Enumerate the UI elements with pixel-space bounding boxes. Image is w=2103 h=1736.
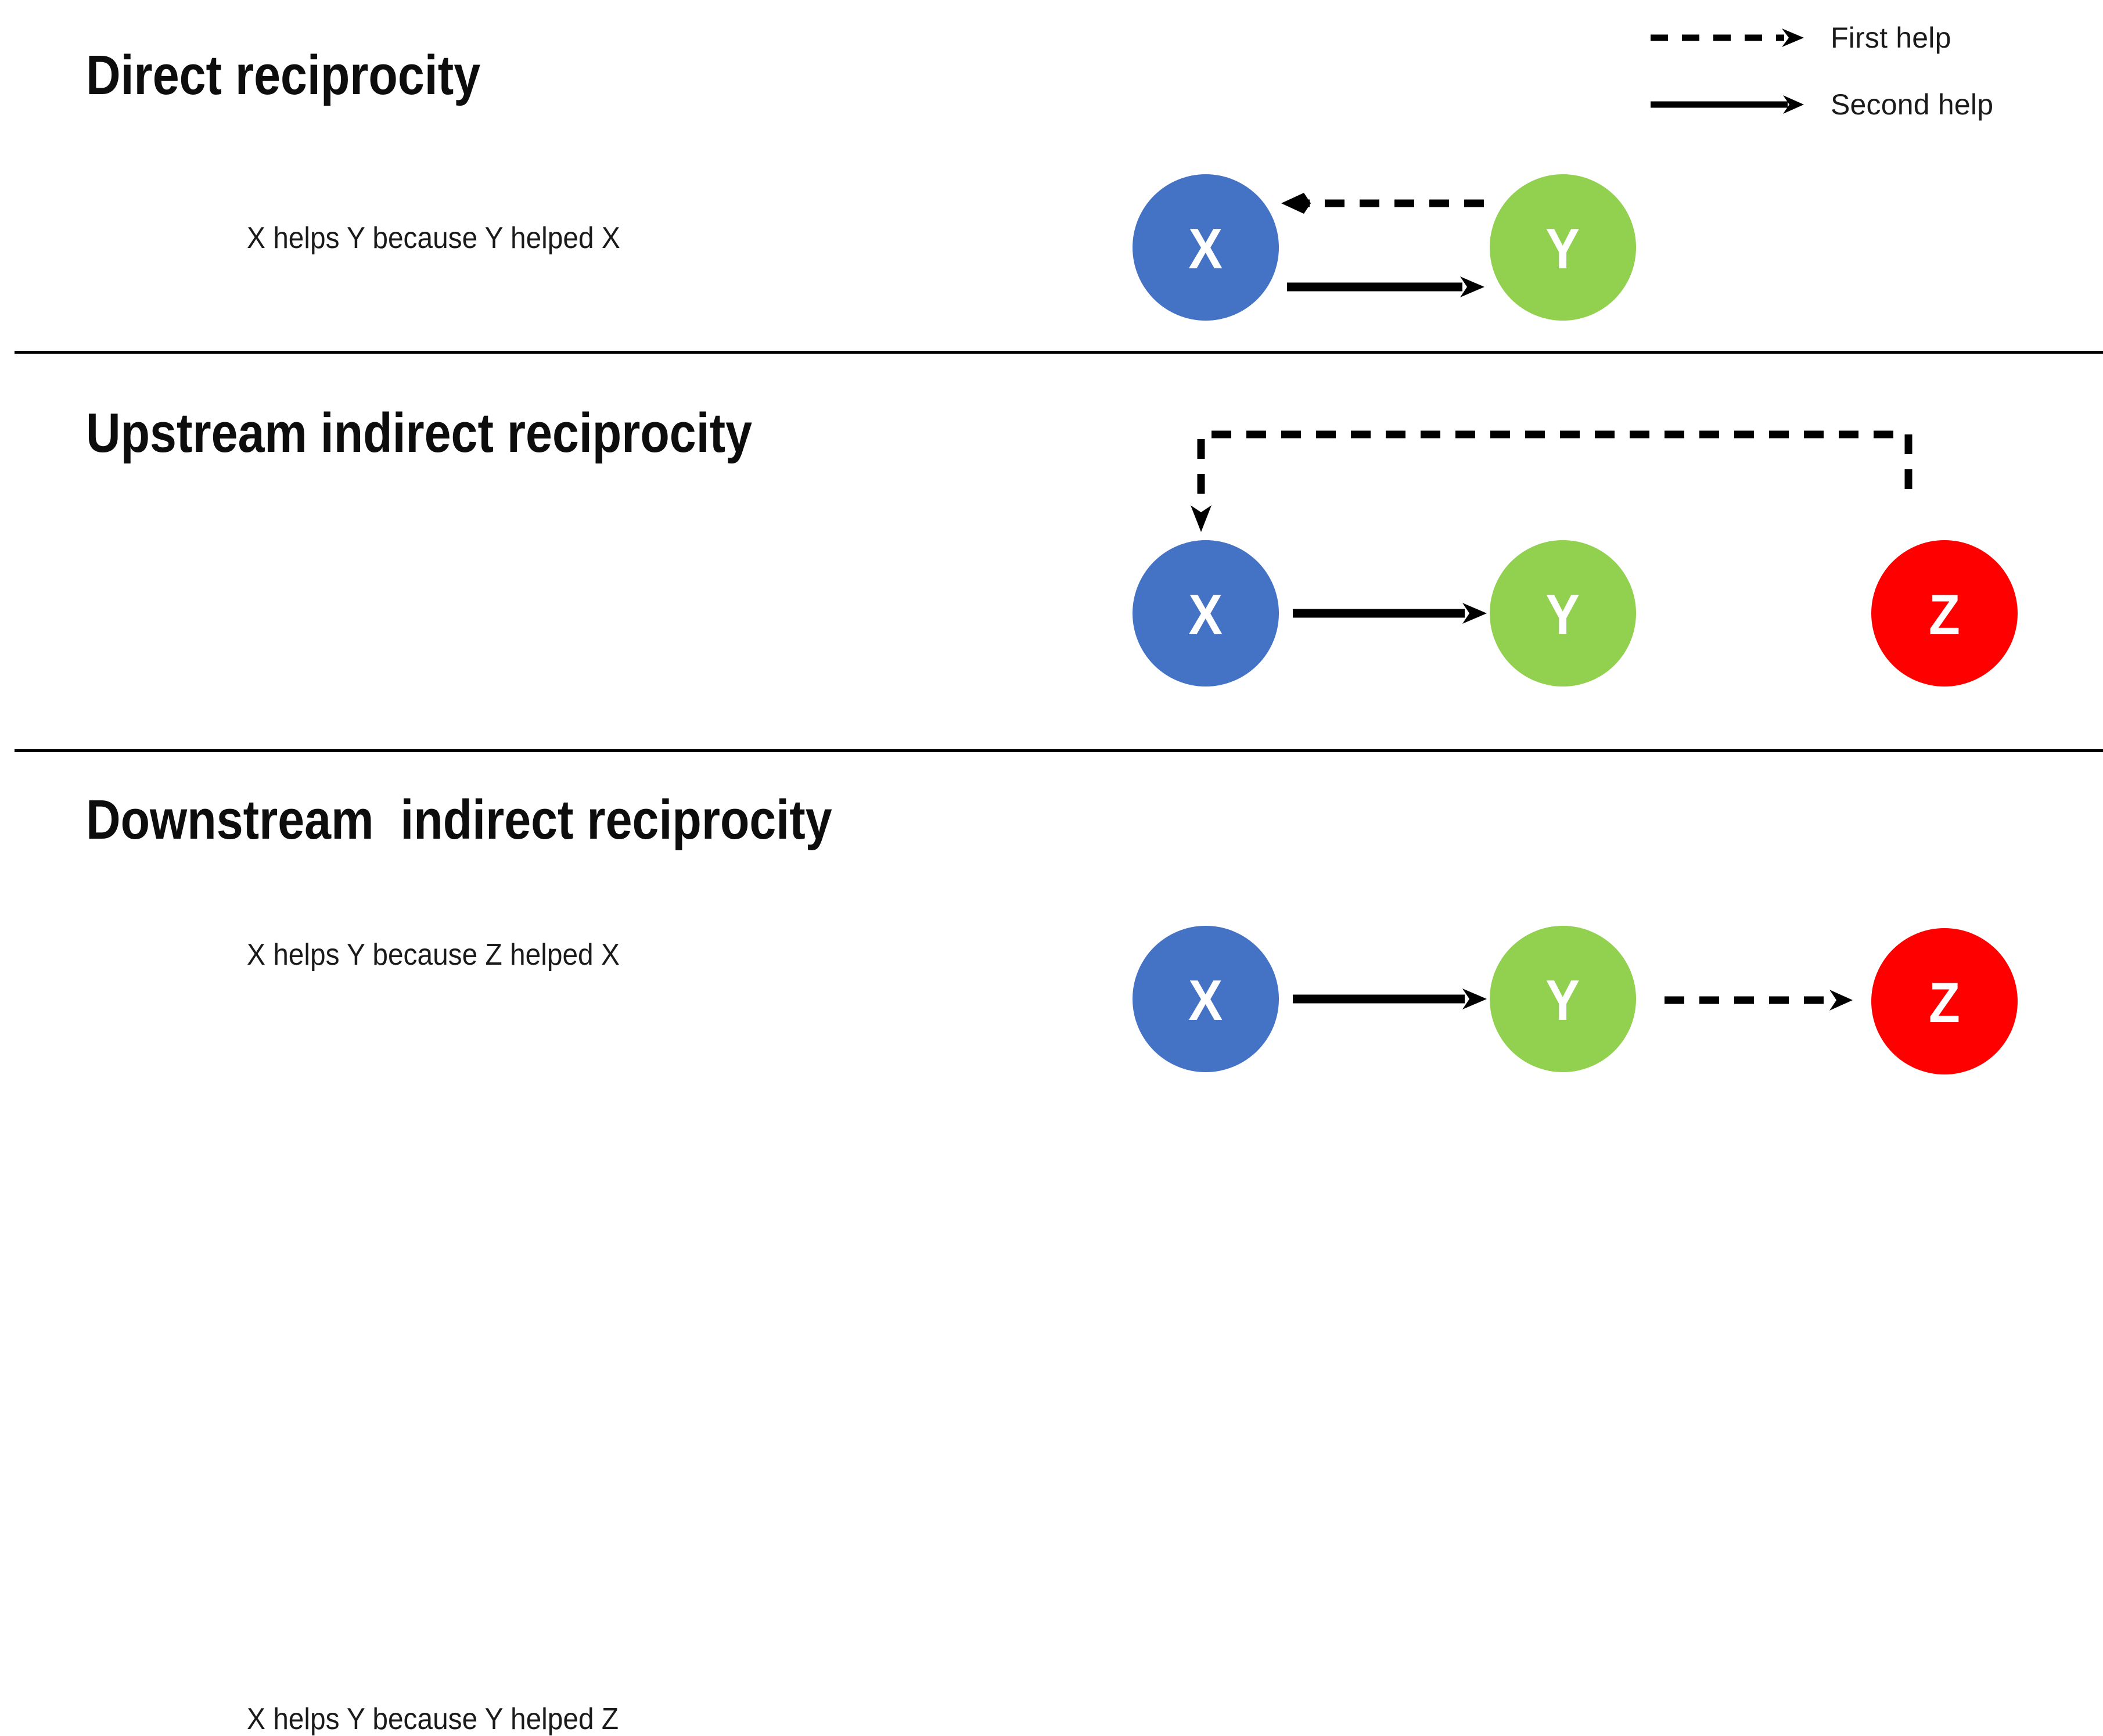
section-description-upstream-indirect-reciprocity: X helps Y because Z helped X <box>247 938 620 972</box>
node-label: X <box>1188 583 1223 646</box>
solid-arrow-icon <box>1649 93 1806 116</box>
section-title-downstream-indirect-reciprocity: Downstream indirect reciprocity <box>86 789 832 851</box>
node-label: X <box>1188 968 1223 1032</box>
node-label: Z <box>1929 971 1960 1034</box>
edge-r0-y-to-x-dashed <box>1281 193 1484 214</box>
node-x-upstream[interactable]: X <box>1133 540 1279 687</box>
edge-layer <box>1191 193 1913 1011</box>
node-label: Y <box>1545 583 1580 646</box>
section-title-direct-reciprocity: Direct reciprocity <box>86 44 481 106</box>
edge-r1-z-to-x-dashed-loop <box>1191 430 1913 532</box>
edge-r2-x-to-y-solid <box>1293 989 1487 1009</box>
section-description-downstream-indirect-reciprocity: X helps Y because Y helped Z <box>247 1702 619 1736</box>
node-label: Y <box>1545 968 1580 1032</box>
node-label: Z <box>1929 583 1960 646</box>
legend: First help Second help <box>1649 0 2103 145</box>
node-x-direct[interactable]: X <box>1133 174 1279 321</box>
legend-item-second-help: Second help <box>1649 81 1993 128</box>
node-z-upstream[interactable]: Z <box>1871 540 2018 687</box>
legend-item-first-help: First help <box>1649 15 1951 61</box>
node-label: X <box>1188 217 1223 281</box>
dashed-arrow-icon <box>1649 26 1806 49</box>
node-x-downstream[interactable]: X <box>1133 926 1279 1072</box>
edge-r0-x-to-y-solid <box>1287 276 1484 297</box>
section-direct-reciprocity: Direct reciprocity X helps Y because Y h… <box>0 0 2103 352</box>
node-label: Y <box>1545 217 1580 281</box>
edge-r2-y-to-z-dashed <box>1665 990 1853 1011</box>
legend-label-second-help: Second help <box>1831 88 1994 121</box>
section-title-upstream-indirect-reciprocity: Upstream indirect reciprocity <box>86 402 753 464</box>
section-description-direct-reciprocity: X helps Y because Y helped X <box>247 221 620 255</box>
node-y-upstream[interactable]: Y <box>1490 540 1636 687</box>
section-upstream-indirect-reciprocity: Upstream indirect reciprocity X helps Y … <box>0 352 2103 971</box>
legend-label-first-help: First help <box>1831 21 1951 54</box>
edge-r1-x-to-y-solid <box>1293 603 1487 624</box>
section-divider <box>15 749 2103 752</box>
node-z-downstream[interactable]: Z <box>1871 928 2018 1074</box>
section-divider <box>15 351 2103 354</box>
node-y-downstream[interactable]: Y <box>1490 926 1636 1072</box>
node-y-direct[interactable]: Y <box>1490 174 1636 321</box>
